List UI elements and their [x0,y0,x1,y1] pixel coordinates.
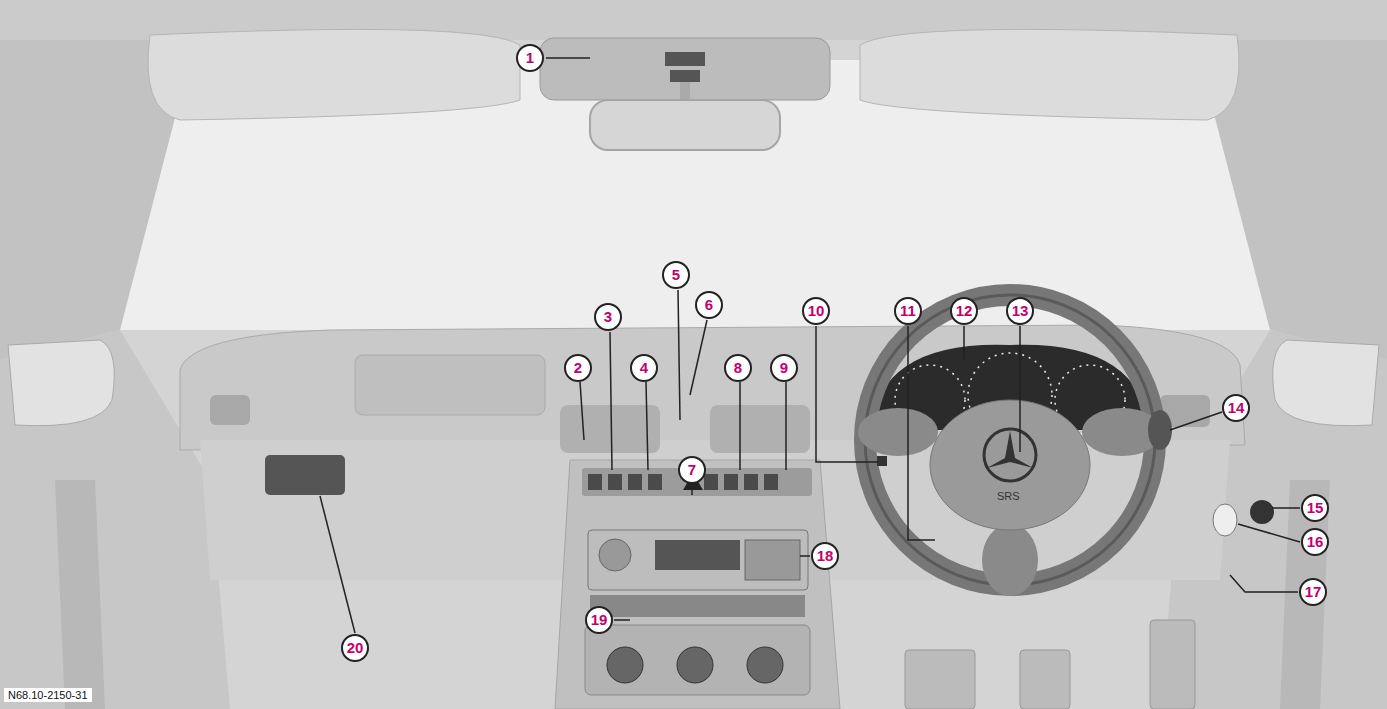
callout-number: 9 [770,354,798,382]
callout-number: 8 [724,354,752,382]
airbag-marking: SRS [997,490,1020,502]
callout-number: 12 [950,297,978,325]
callout-number: 20 [341,634,369,662]
callout-number: 6 [695,291,723,319]
callout-number: 7 [678,456,706,484]
callout-number: 1 [516,44,544,72]
callout-number: 18 [811,542,839,570]
callout-number: 15 [1301,494,1329,522]
callout-number: 14 [1222,394,1250,422]
figure-code: N68.10-2150-31 [4,688,92,702]
callout-number: 13 [1006,297,1034,325]
callout-number: 4 [630,354,658,382]
callout-number: 10 [802,297,830,325]
callout-number: 16 [1301,528,1329,556]
callout-number: 2 [564,354,592,382]
callout-number: 17 [1299,578,1327,606]
callout-number: 11 [894,297,922,325]
callout-number: 5 [662,261,690,289]
callout-number: 19 [585,606,613,634]
callout-number: 3 [594,303,622,331]
